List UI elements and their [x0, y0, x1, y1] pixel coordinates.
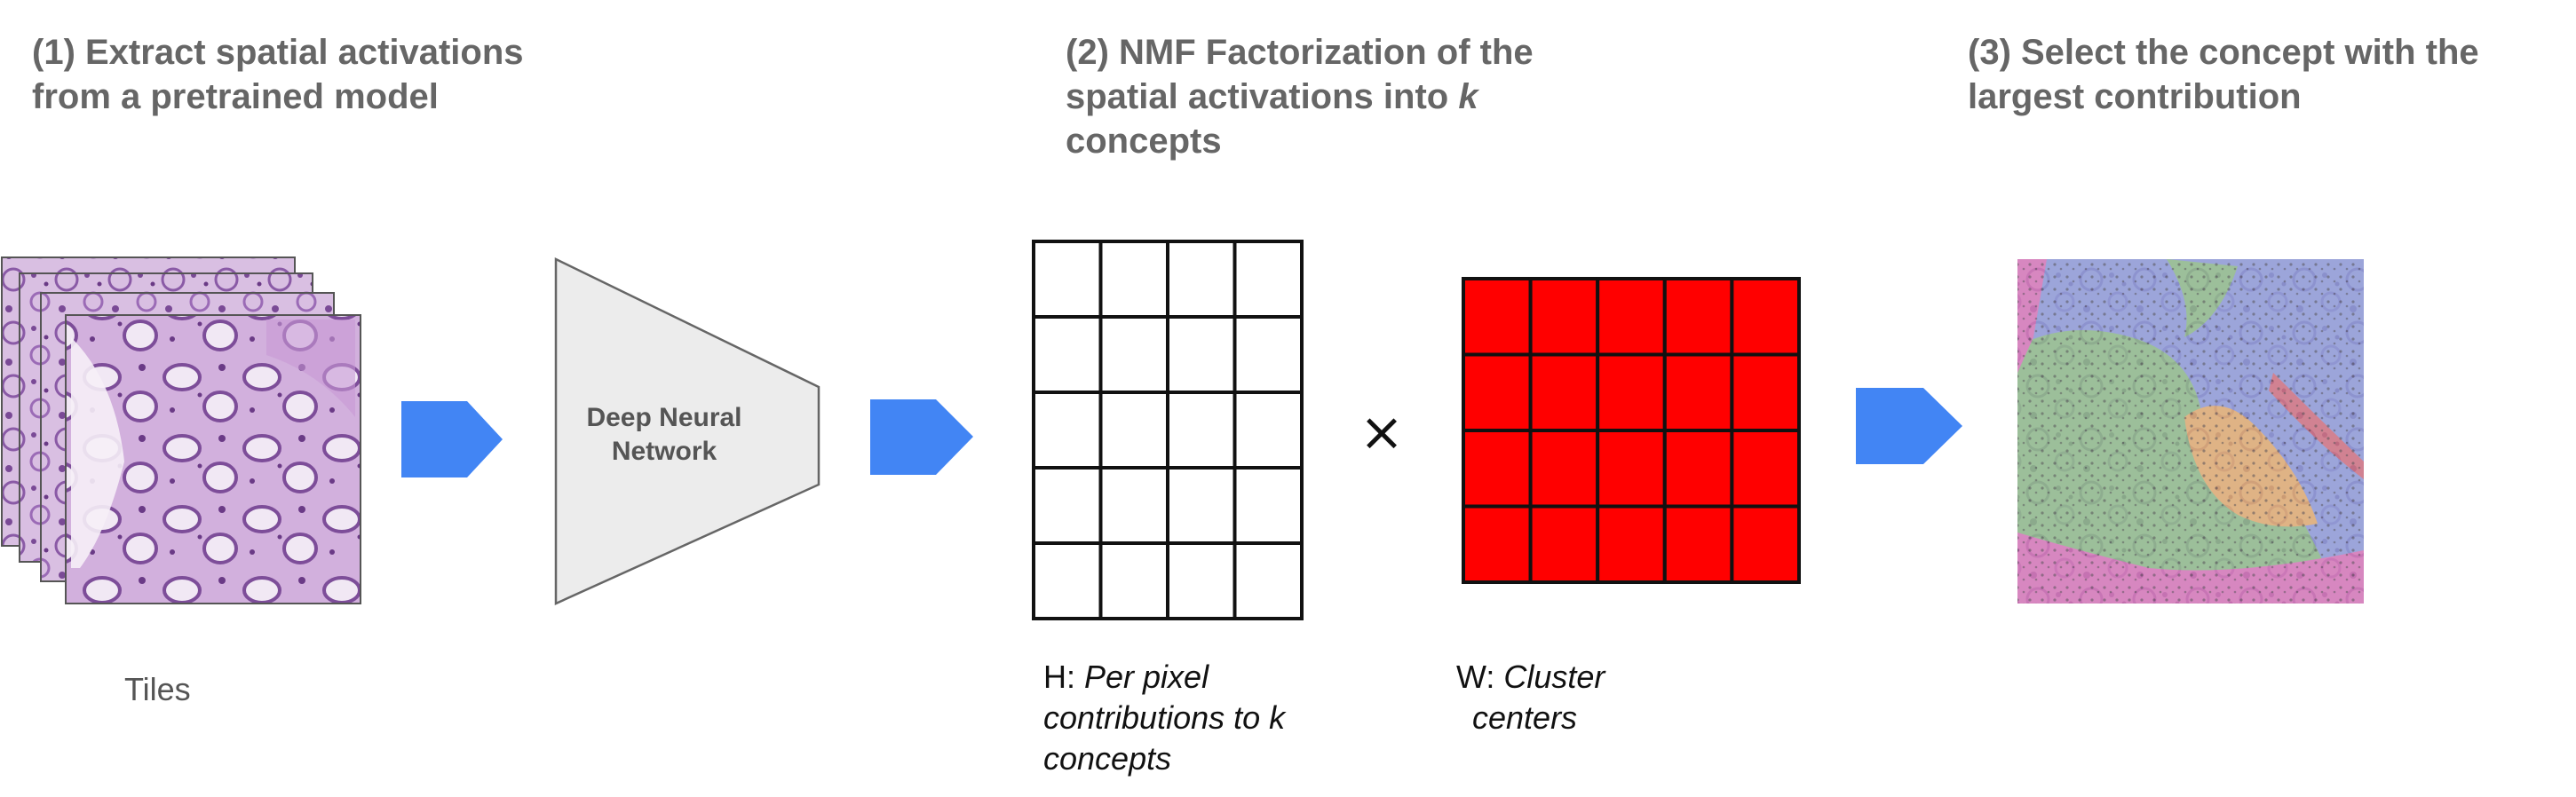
matrix-w-cell: [1730, 277, 1802, 357]
matrix-h: [1032, 240, 1304, 620]
step2-heading-line2-text: spatial activations into: [1066, 77, 1459, 116]
matrix-h-label: H: Per pixel contributions to k concepts: [1043, 657, 1285, 779]
tile-front: [65, 314, 361, 604]
network-label-line2: Network: [612, 437, 717, 466]
matrix-h-cell: [1032, 466, 1103, 545]
matrix-h-cell: [1098, 315, 1169, 394]
step3-heading-line1: (3) Select the concept with the: [1968, 33, 2479, 72]
step2-heading-line3: concepts: [1066, 122, 1222, 161]
matrix-h-label-line1: H: Per pixel: [1043, 657, 1285, 698]
step3-heading-line2: largest contribution: [1968, 77, 2302, 116]
matrix-h-cell: [1233, 466, 1304, 545]
matrix-w-cell: [1730, 429, 1802, 509]
step2-heading-line1: (2) NMF Factorization of the: [1066, 33, 1534, 72]
matrix-h-desc-line1: Per pixel: [1084, 659, 1209, 695]
step2-heading-line2: spatial activations into k: [1066, 75, 1534, 119]
matrix-w-cell: [1462, 429, 1533, 509]
matrix-h-cell: [1233, 391, 1304, 470]
matrix-h-cell: [1098, 391, 1169, 470]
matrix-w-label-line2: centers: [1456, 698, 1605, 738]
matrix-h-cell: [1032, 315, 1103, 394]
matrix-h-label-line2: contributions to k: [1043, 698, 1285, 738]
flow-arrow-3: [1856, 388, 1962, 464]
matrix-h-cell: [1233, 541, 1304, 620]
matrix-h-cell: [1233, 240, 1304, 319]
tiles-stack: [1, 256, 361, 604]
matrix-h-cell: [1032, 541, 1103, 620]
matrix-w-desc-line1: Cluster: [1503, 659, 1605, 695]
matrix-w-cell: [1528, 504, 1600, 584]
matrix-w-cell: [1730, 352, 1802, 432]
matrix-h-cell: [1166, 466, 1237, 545]
matrix-h-cell: [1098, 240, 1169, 319]
step1-heading-line1: (1) Extract spatial activations: [32, 33, 524, 72]
matrix-h-cell: [1166, 315, 1237, 394]
matrix-h-cell: [1233, 315, 1304, 394]
step1-heading: (1) Extract spatial activations from a p…: [32, 30, 524, 119]
network-label-line1: Deep Neural: [586, 403, 741, 432]
flow-arrow-1: [401, 401, 503, 477]
matrix-w-cell: [1662, 429, 1734, 509]
matrix-h-desc-line2: contributions to k: [1043, 699, 1286, 736]
matrix-w-cell: [1662, 352, 1734, 432]
matrix-w: [1462, 277, 1802, 584]
step3-heading: (3) Select the concept with the largest …: [1968, 30, 2479, 119]
tiles-label: Tiles: [124, 671, 191, 707]
matrix-w-cell: [1528, 352, 1600, 432]
matrix-w-label-line1: W: Cluster: [1456, 657, 1605, 698]
concept-overlay-tile: [2017, 259, 2364, 604]
matrix-h-cell: [1166, 541, 1237, 620]
multiply-operator: ×: [1359, 401, 1404, 463]
matrix-w-cell: [1528, 429, 1600, 509]
matrix-h-cell: [1166, 391, 1237, 470]
matrix-w-cell: [1662, 277, 1734, 357]
matrix-h-cell: [1032, 391, 1103, 470]
matrix-w-cell: [1596, 429, 1667, 509]
step2-heading-k: k: [1458, 77, 1478, 116]
matrix-h-desc-line3: concepts: [1043, 740, 1172, 777]
step1-heading-line2: from a pretrained model: [32, 77, 439, 116]
matrix-h-cell: [1098, 541, 1169, 620]
matrix-w-cell: [1596, 352, 1667, 432]
matrix-h-cell: [1098, 466, 1169, 545]
matrix-w-label: W: Cluster centers: [1456, 657, 1605, 738]
matrix-h-cell: [1032, 240, 1103, 319]
matrix-w-desc-line2: centers: [1472, 699, 1578, 736]
matrix-w-cell: [1528, 277, 1600, 357]
matrix-h-symbol: H:: [1043, 659, 1075, 695]
matrix-w-cell: [1596, 504, 1667, 584]
matrix-w-symbol: W:: [1456, 659, 1495, 695]
matrix-w-cell: [1596, 277, 1667, 357]
matrix-w-cell: [1730, 504, 1802, 584]
matrix-h-cell: [1166, 240, 1237, 319]
step2-heading: (2) NMF Factorization of the spatial act…: [1066, 30, 1534, 163]
matrix-w-cell: [1462, 277, 1533, 357]
matrix-w-cell: [1462, 504, 1533, 584]
matrix-h-label-line3: concepts: [1043, 738, 1285, 779]
deep-neural-network: Deep Neural Network: [554, 257, 820, 605]
flow-arrow-2: [870, 399, 973, 475]
matrix-w-cell: [1462, 352, 1533, 432]
matrix-w-cell: [1662, 504, 1734, 584]
